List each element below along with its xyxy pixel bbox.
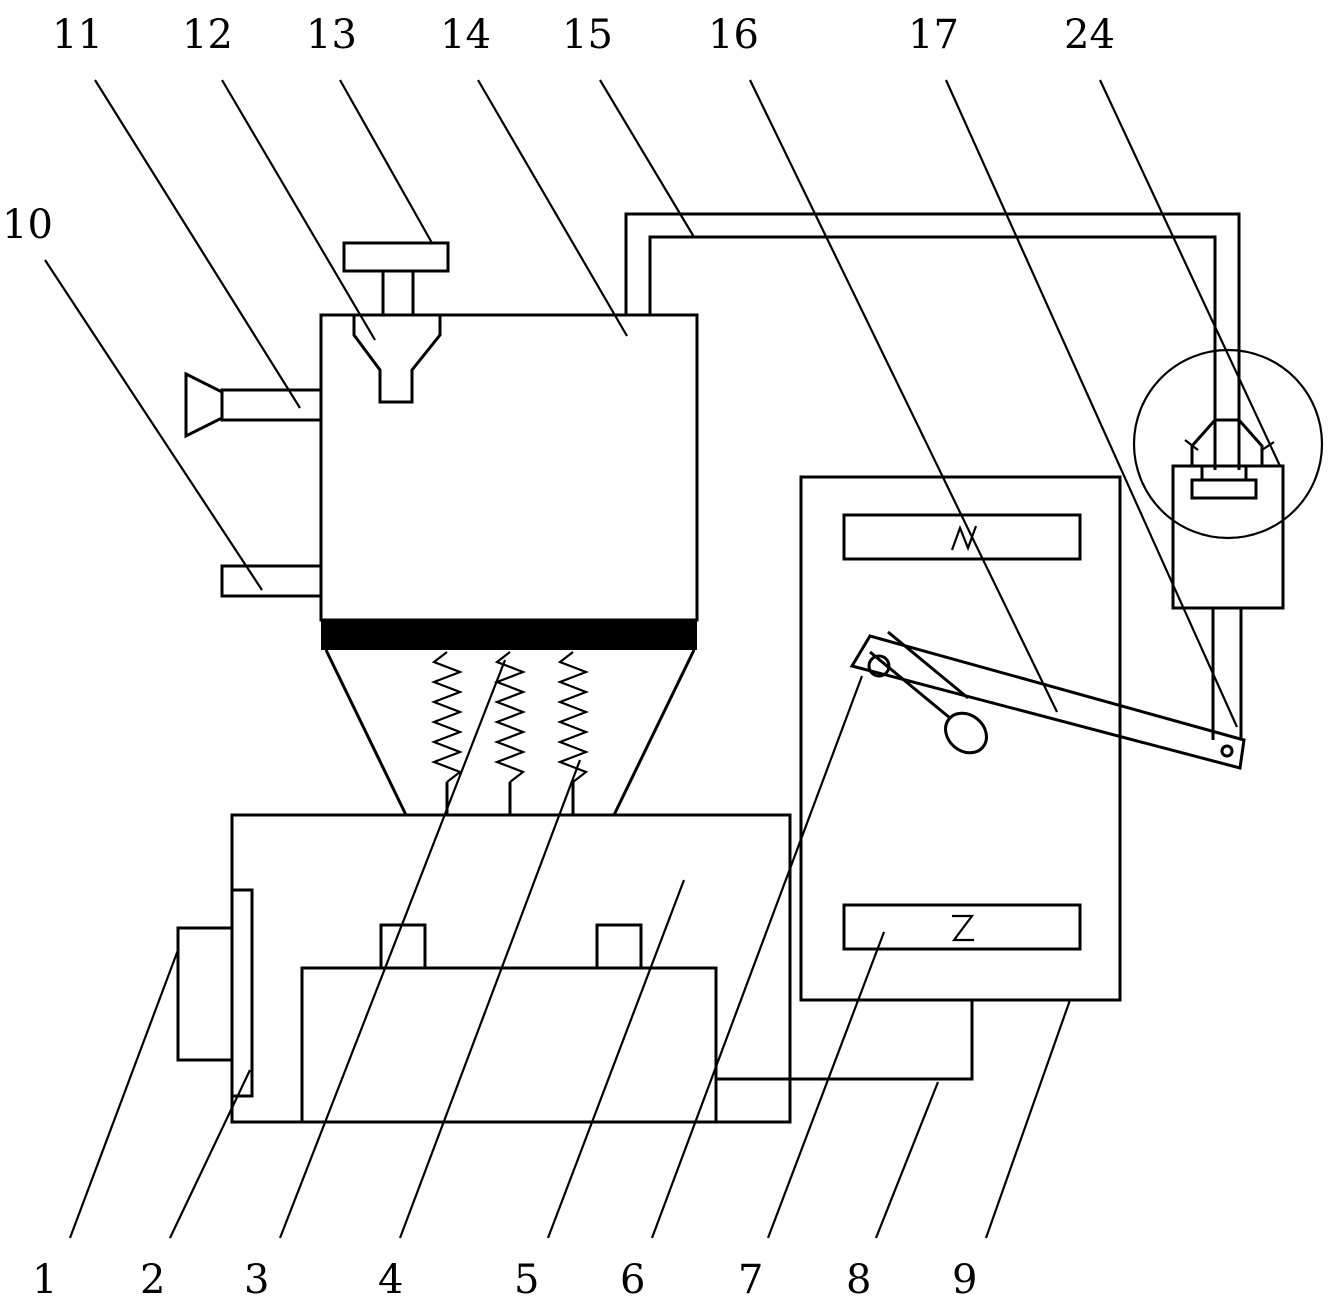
label-17: 17 [908,12,959,58]
label-1: 1 [32,1257,57,1303]
label-6: 6 [620,1257,645,1303]
upper-tank [319,313,699,650]
label-15: 15 [562,12,613,58]
lower-box [230,813,792,1124]
lid-handle [342,241,450,317]
sensor-device [1132,348,1324,740]
cone-hopper [324,649,696,816]
label-7: 7 [738,1257,763,1303]
motor-block [176,926,234,1062]
upper-pipe [624,212,1241,470]
side-inlet-horn [184,371,323,439]
labels: 1 2 3 4 5 6 7 8 9 10 11 12 13 14 15 16 1… [2,12,1115,1303]
spring-left [430,651,464,815]
label-13: 13 [306,12,357,58]
label-12: 12 [182,12,233,58]
door-plate [230,888,254,1098]
label-3: 3 [244,1257,269,1303]
spring-middle [493,651,527,815]
inner-funnel [352,313,442,404]
connecting-pipe [716,1000,974,1081]
label-24: 24 [1064,12,1115,58]
magnet-s-glyph [951,914,975,942]
roller-cylinder [869,630,988,755]
label-10: 10 [2,202,53,248]
label-8: 8 [846,1257,871,1303]
label-9: 9 [952,1257,977,1303]
label-2: 2 [140,1257,165,1303]
spring-right [556,651,590,815]
label-16: 16 [708,12,759,58]
lever-arm [849,634,1246,770]
label-4: 4 [378,1257,403,1303]
label-11: 11 [52,12,103,58]
leader-lines [44,79,1281,1239]
label-5: 5 [514,1257,539,1303]
outlet-pipe [220,564,323,598]
label-14: 14 [440,12,491,58]
tall-housing: N [799,475,1122,1002]
